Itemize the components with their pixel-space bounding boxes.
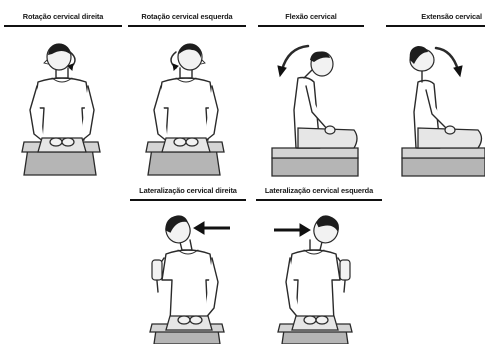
caption-underline: [4, 25, 122, 27]
caption-underline: [258, 25, 364, 27]
panel-rotacao-direita: Rotação cervical direita: [4, 12, 122, 177]
caption-underline: [256, 199, 382, 201]
caption-lateralizacao-direita: Lateralização cervical direita: [130, 186, 246, 195]
seated-figure-head-rotated-left: [128, 30, 246, 178]
caption-lateralizacao-esquerda: Lateralização cervical esquerda: [256, 186, 382, 195]
panel-flexao: Flexão cervical: [258, 12, 364, 177]
caption-underline: [130, 199, 246, 201]
caption-flexao: Flexão cervical: [258, 12, 364, 21]
caption-extensao: Extensão cervical: [421, 12, 482, 21]
panel-lateralizacao-direita: Lateralização cervical direita: [130, 186, 246, 344]
panel-rotacao-esquerda: Rotação cervical esquerda: [128, 12, 246, 177]
seated-figure-side-head-extended: [386, 30, 485, 178]
caption-underline: [128, 25, 246, 27]
seated-figure-head-rotated-right: [4, 30, 122, 178]
caption-rotacao-direita: Rotação cervical direita: [4, 12, 122, 21]
panel-lateralizacao-esquerda: Lateralização cervical esquerda: [256, 186, 382, 344]
seated-figure-head-tilted-left: [256, 204, 382, 344]
caption-underline: [386, 25, 485, 27]
seated-figure-side-head-flexed: [258, 30, 364, 178]
caption-rotacao-esquerda: Rotação cervical esquerda: [128, 12, 246, 21]
panel-extensao: Extensão cervical: [386, 12, 485, 177]
seated-figure-head-tilted-right: [130, 204, 246, 344]
